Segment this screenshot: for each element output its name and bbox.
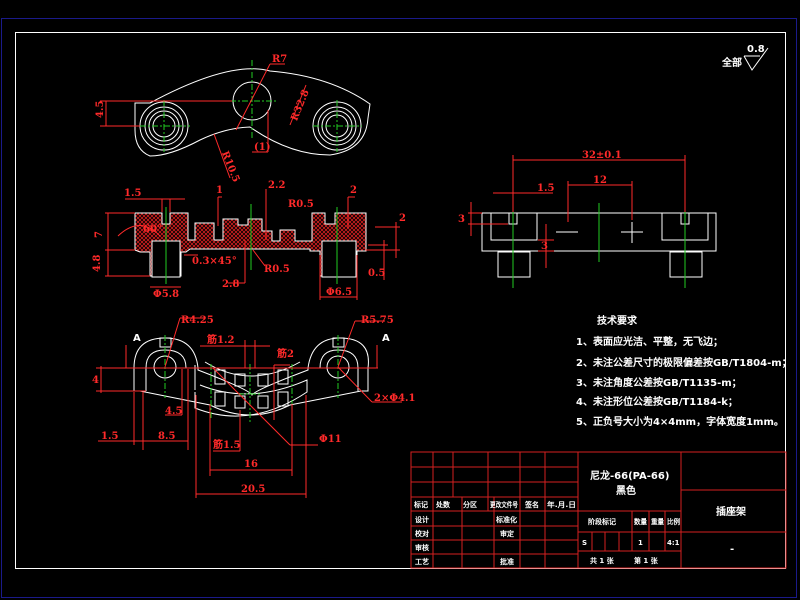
dim-16: 16 [244,459,258,470]
roughness-symbol: 全部 0.8 [721,44,769,71]
row-check: 校对 [415,529,429,538]
roughness-value: 0.8 [747,44,765,55]
tech-requirements: 技术要求 1、表面应光洁、平整，无飞边； 2、未注公差尺寸的极限偏差按GB/T1… [576,314,792,428]
dim-32: 32±0.1 [582,150,622,161]
dim-slot-1-5: 1.5 [124,188,141,199]
dim-r7: R7 [272,54,287,65]
dim-0-5: 0.5 [368,268,385,279]
dim-20-5: 20.5 [241,484,265,495]
weight-label: 重量 [651,517,664,526]
row-process: 工艺 [415,557,429,566]
part-name: 插座架 [716,505,746,518]
dim-angle: 60° [143,224,162,235]
dim-h4-8: 4.8 [92,255,103,272]
roughness-label: 全部 [721,56,742,69]
dim-phi5-8: Φ5.8 [153,289,179,300]
dim-1-5: 1.5 [101,431,118,442]
material: 尼龙-66(PA-66) [590,469,669,482]
row-approve: 批准 [500,557,514,566]
dim-8-5: 8.5 [158,431,175,442]
dim-h4: 4 [92,375,99,386]
material-color: 黑色 [616,484,636,497]
dim-2-8: 2.8 [222,279,239,290]
qty-label: 数量 [634,517,647,526]
header-mark: 标记 [413,500,428,509]
stage-label: 阶段标记 [588,517,616,526]
dim-ref: (1) [254,142,270,153]
row-standardization: 标准化 [495,515,517,524]
dim-2-2: 2.2 [268,180,285,191]
tech-item-2: 2、未注公差尺寸的极限偏差按GB/T1804-m； [576,356,792,369]
drawing-border [15,32,786,569]
dim-rib-1-2: 筋1.2 [206,333,234,346]
dim-4-5: 4.5 [165,406,182,417]
dim-r5-75: R5.75 [361,315,394,326]
tech-title: 技术要求 [597,314,638,327]
row-design: 设计 [415,515,429,524]
dim-phi6-5: Φ6.5 [326,287,352,298]
dim-chamfer: 0.3×45° [192,256,237,267]
dim-h7: 7 [94,231,105,238]
header-sign: 签名 [524,500,539,509]
dim-top-left-height: 4.5 [95,101,106,118]
scale-value: 4:1 [667,539,680,547]
window-frame [1,18,797,598]
section-label-a-left: A [133,333,141,344]
section-view: 1.5 1 2.2 2 2 7 4.8 60° 0.3×45° R0.5 R0.… [92,180,406,300]
dim-h3b: 3 [541,241,548,252]
side-view: 32±0.1 12 1.5 3 3 [458,150,717,288]
row-review: 审核 [415,543,429,552]
dim-rib-2: 筋2 [276,347,294,360]
row-approve-set: 审定 [500,529,514,538]
dim-phi11: Φ11 [319,434,342,445]
dim-2a: 2 [350,185,357,196]
sheet-number: 第 1 张 [634,556,659,565]
dim-r0-5-b: R0.5 [264,264,290,275]
tech-item-5: 5、正负号大小为4×4mm，字体宽度1mm。 [576,415,784,428]
tech-item-3: 3、未注角度公差按GB/T1135-m； [576,376,742,389]
header-zone: 分区 [463,500,477,509]
title-block [410,451,787,569]
qty-value: 1 [638,539,643,547]
sheets-total: 共 1 张 [590,556,615,565]
dim-rib-1: 1 [216,185,223,196]
header-count: 处数 [435,500,451,509]
title-block-text: 尼龙-66(PA-66) 黑色 插座架 - 标记 处数 分区 更改文件号 签名 … [413,469,746,566]
dim-rib-1-5: 筋1.5 [212,438,240,451]
dim-12: 12 [593,175,607,186]
tech-item-1: 1、表面应光洁、平整，无飞边； [576,335,723,348]
dim-holes: 2×Φ4.1 [374,393,415,404]
stage-value: S [582,539,587,547]
tech-item-4: 4、未注形位公差按GB/T1184-k； [576,395,738,408]
scale-label: 比例 [667,517,680,526]
dim-r32-8: R32.8 [289,88,311,122]
bottom-view: A A R4.25 R5.75 筋1.2 筋2 2×Φ4.1 Φ11 4 4.5… [92,315,415,498]
dim-r10-5: R10.5 [219,150,241,184]
dim-r4-25: R4.25 [181,315,214,326]
header-date: 年.月.日 [547,500,576,509]
top-view: 4.5 R7 R32.8 R10.5 (1) [95,54,371,184]
dim-2b: 2 [399,213,406,224]
dim-h3: 3 [458,214,465,225]
dim-r0-5-a: R0.5 [288,199,314,210]
drawing-number: - [730,544,734,555]
header-change-doc: 更改文件号 [490,500,518,509]
dim-1-5-side: 1.5 [537,183,554,194]
section-label-a-right: A [382,333,390,344]
roughness-check-icon [743,47,769,71]
